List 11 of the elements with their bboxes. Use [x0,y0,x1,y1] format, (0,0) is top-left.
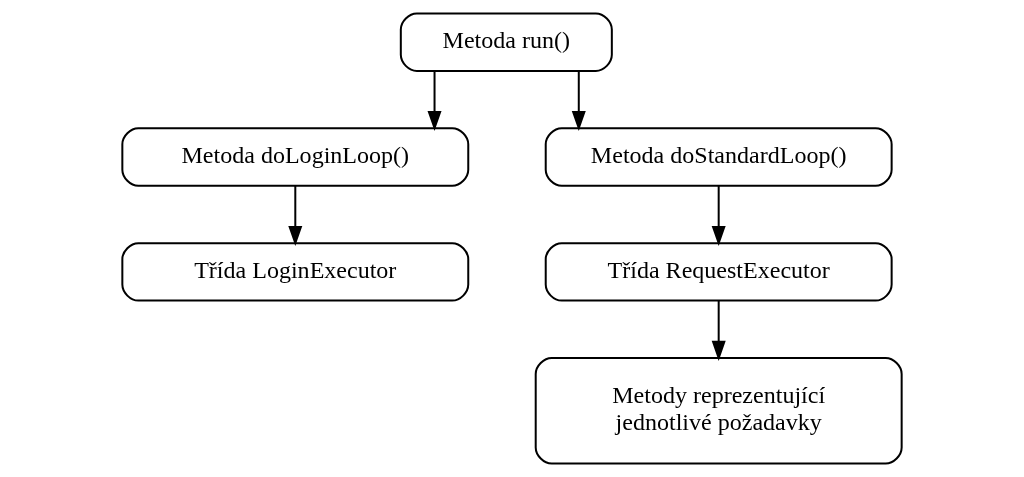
node-box: Metoda doLoginLoop() [121,127,470,187]
node-box: Třída RequestExecutor [544,242,893,302]
node-box: Třída LoginExecutor [121,242,470,302]
arrow [427,70,442,132]
arrow [711,185,726,246]
arrow [288,185,303,246]
arrow [571,70,586,132]
node-box: Metoda doStandardLoop() [544,127,893,187]
node-box: Metoda run() [399,12,613,72]
node-box: Metody reprezentující jednotlivé požadavky [534,357,903,465]
arrow [711,299,726,361]
